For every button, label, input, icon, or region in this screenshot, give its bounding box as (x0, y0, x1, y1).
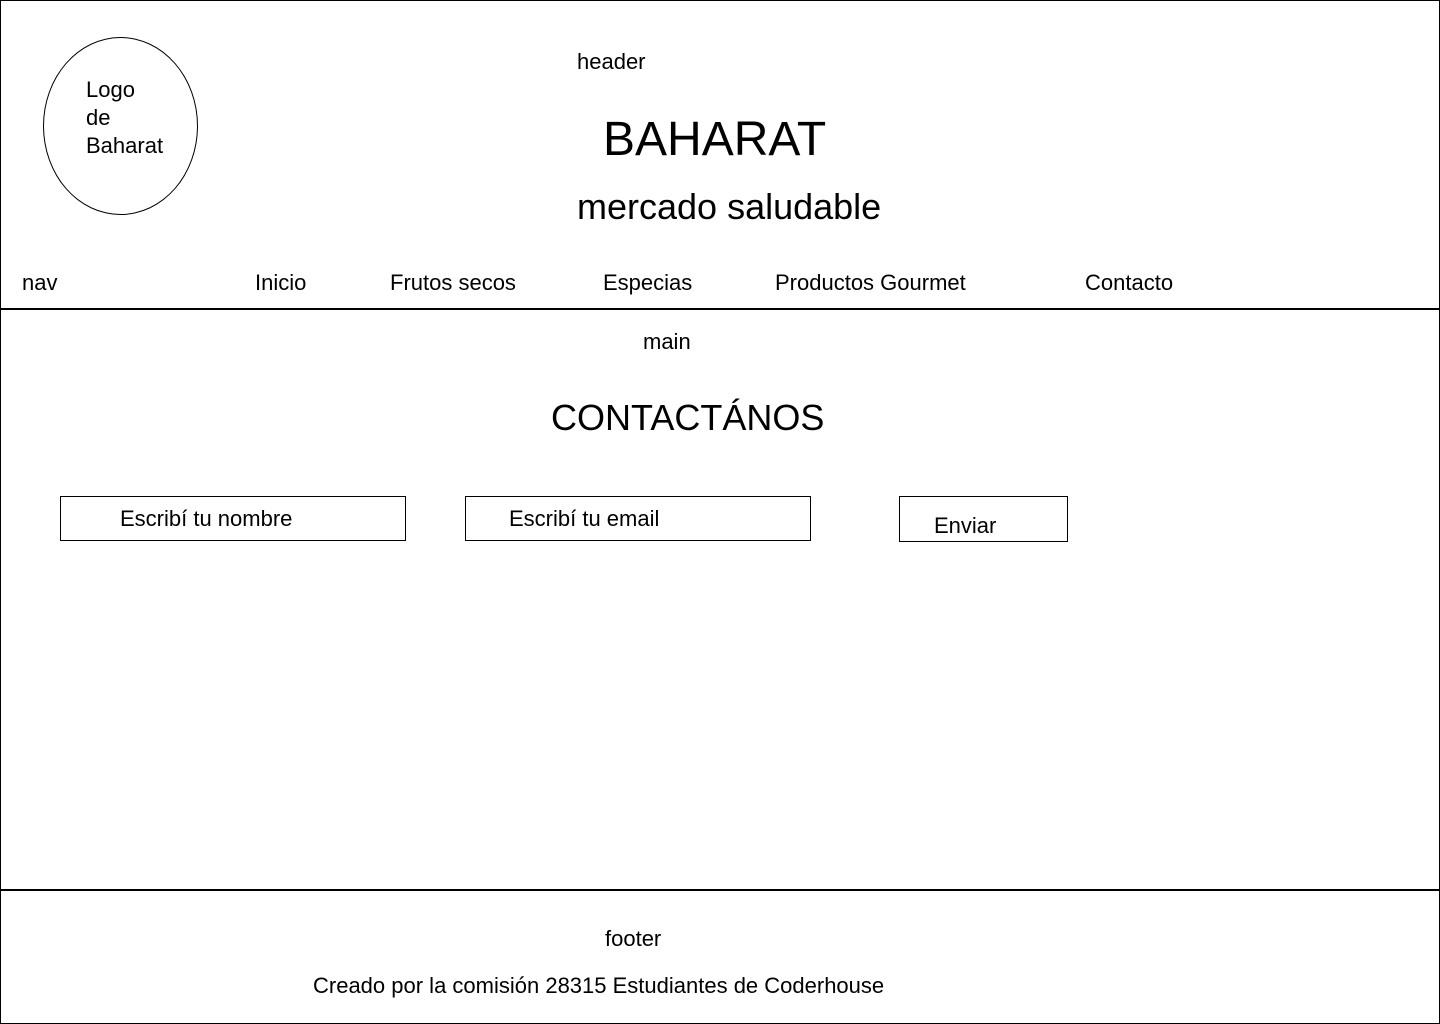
logo-line: Baharat (86, 133, 164, 158)
nav-item-frutos-secos[interactable]: Frutos secos (390, 270, 516, 295)
nav-item-inicio[interactable]: Inicio (255, 270, 307, 295)
main-region-label: main (643, 329, 691, 354)
name-input[interactable] (61, 497, 405, 540)
nav-item-contacto[interactable]: Contacto (1085, 270, 1174, 295)
logo-line: Logo (86, 77, 135, 102)
site-title: BAHARAT (603, 113, 827, 166)
name-field-box (60, 496, 406, 541)
footer-divider (0, 889, 1440, 891)
site-subtitle: mercado saludable (577, 186, 882, 227)
logo-text: Logo de Baharat (86, 76, 163, 160)
email-field-box (465, 496, 811, 541)
email-input[interactable] (466, 497, 810, 540)
send-button[interactable]: Enviar (899, 496, 1068, 542)
logo[interactable] (43, 37, 198, 215)
footer-credits: Creado por la comisión 28315 Estudiantes… (313, 973, 885, 998)
contact-section-title: CONTACTÁNOS (551, 397, 825, 438)
nav-item-especias[interactable]: Especias (603, 270, 693, 295)
footer-region-label: footer (605, 926, 662, 951)
logo-line: de (86, 105, 111, 130)
nav-region-label: nav (22, 270, 58, 295)
header-region-label: header (577, 49, 646, 74)
nav-divider (0, 308, 1440, 310)
nav-item-productos-gourmet[interactable]: Productos Gourmet (775, 270, 966, 295)
